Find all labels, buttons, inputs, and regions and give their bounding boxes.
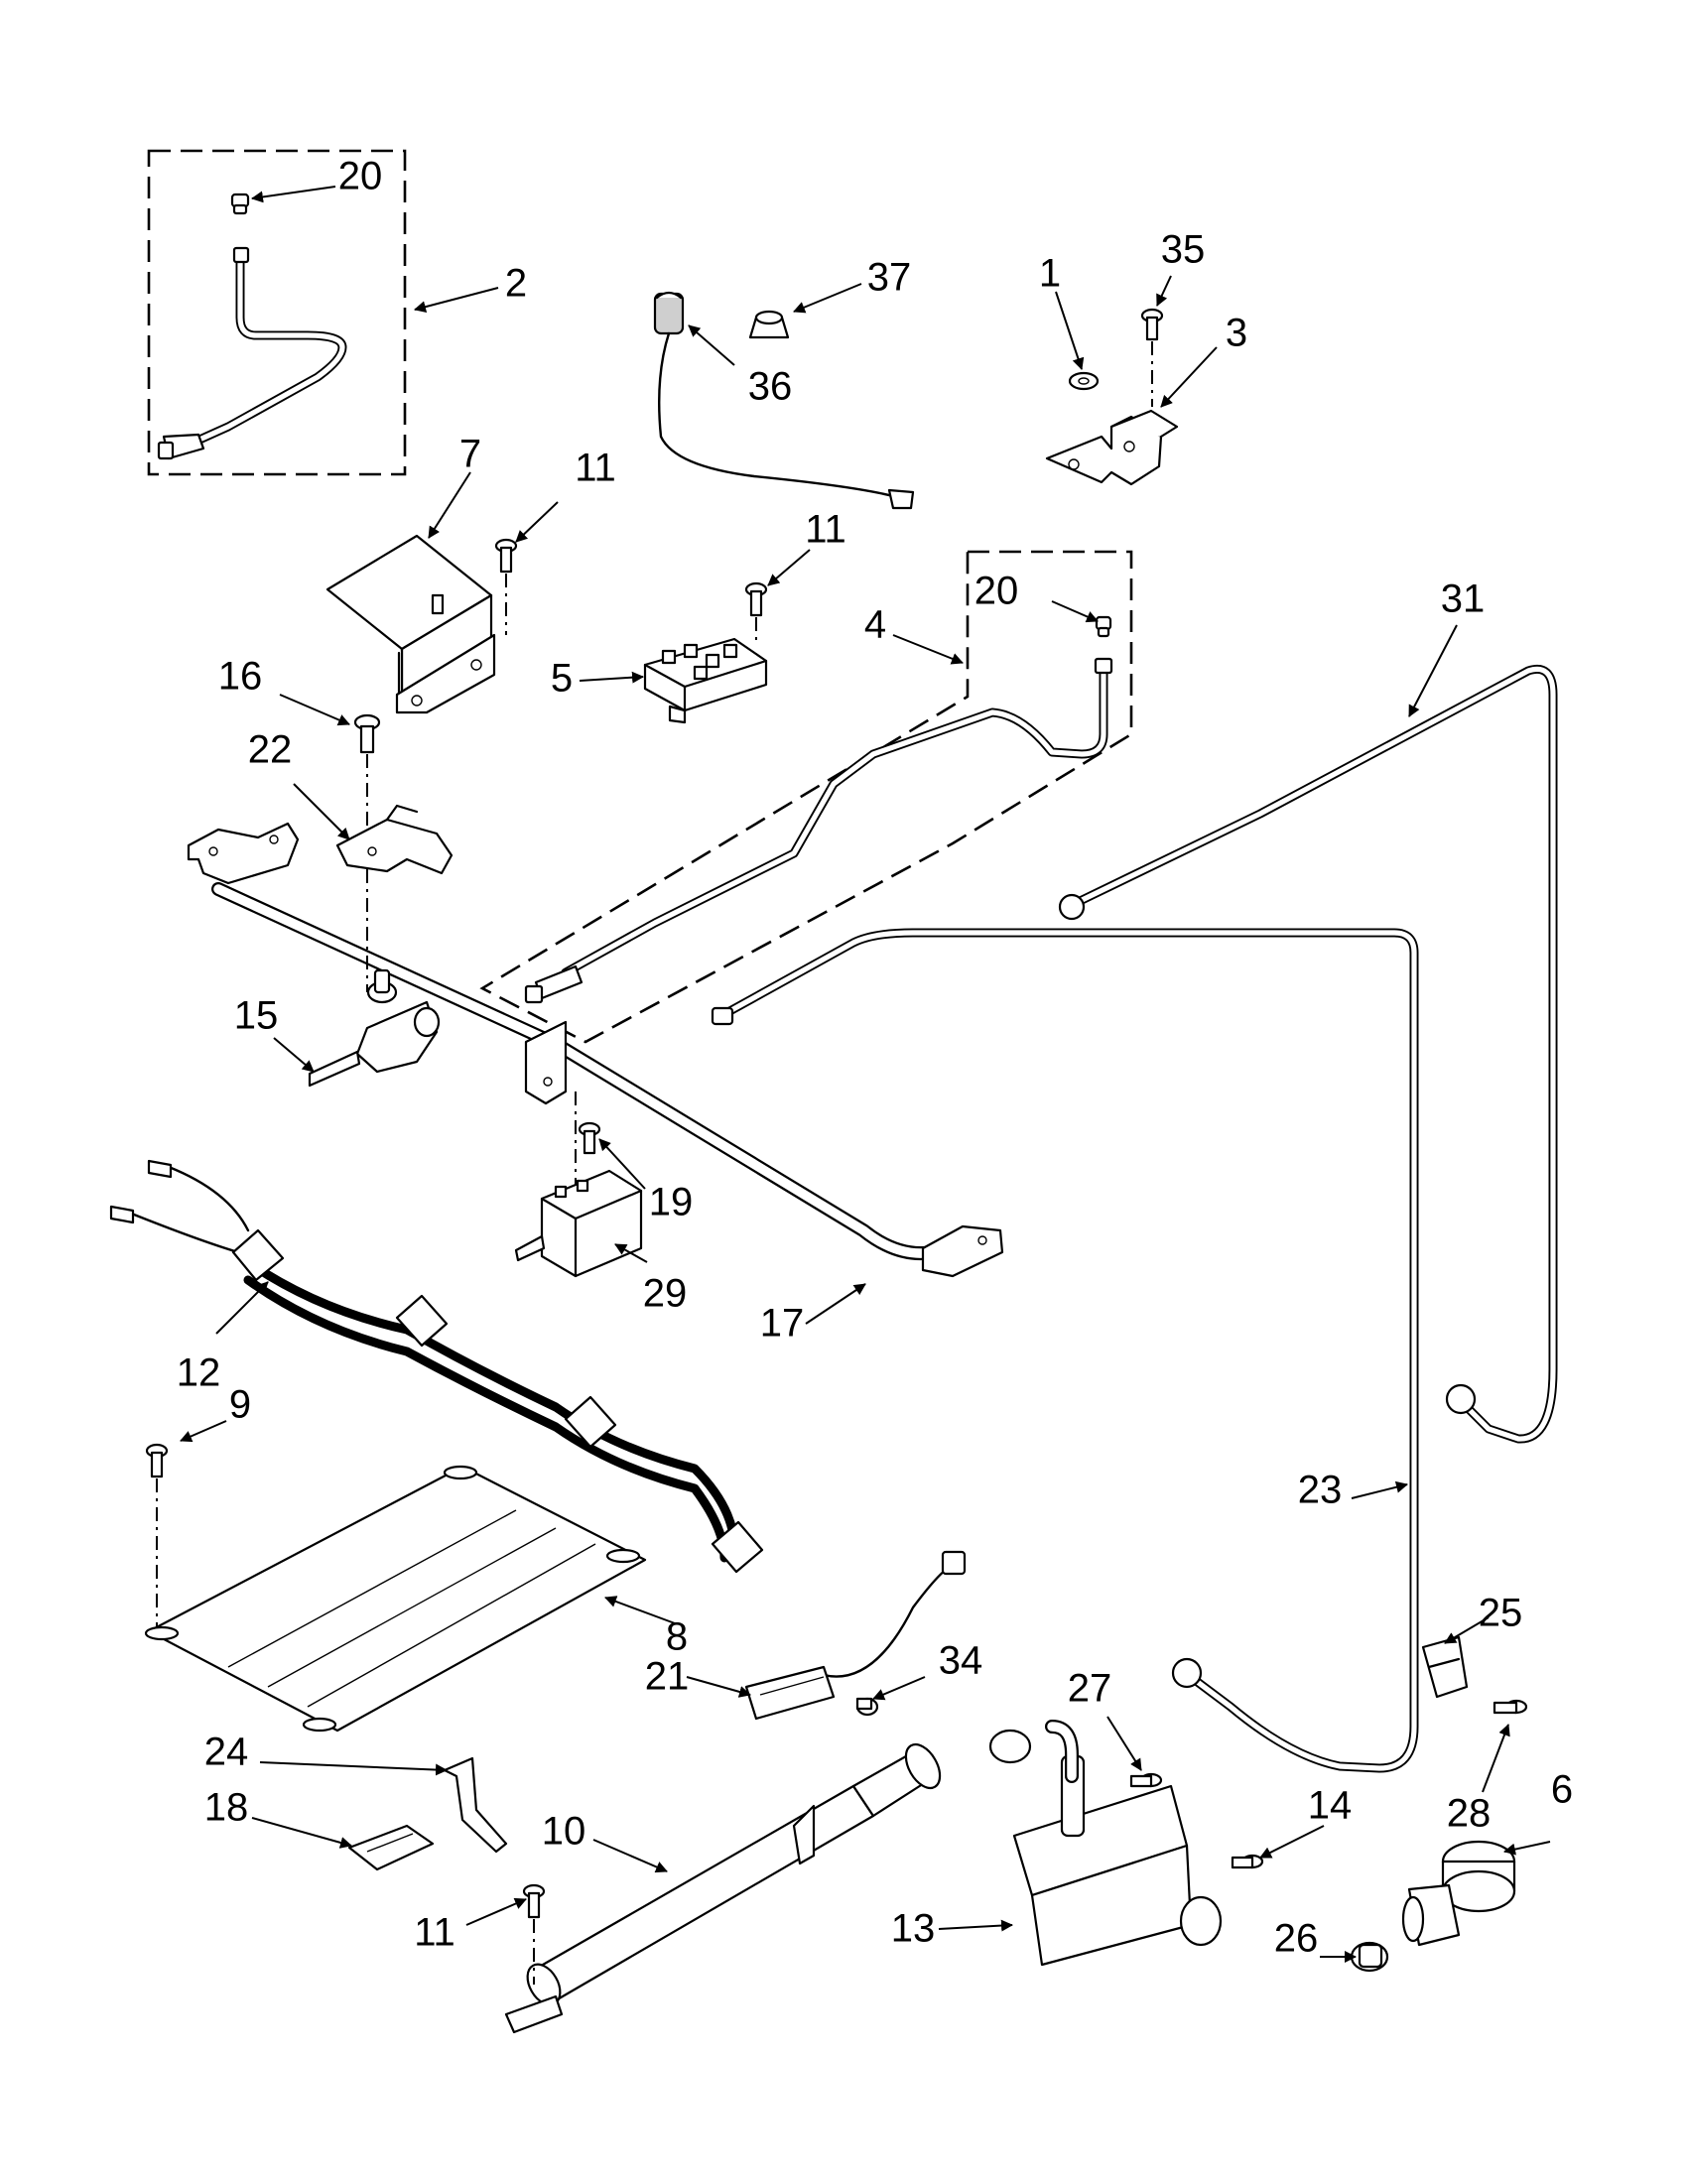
part-18-clip [347,1824,435,1871]
part-26-fitting [1350,1941,1389,1973]
part-11-screw-b [744,581,768,645]
part-11-screw-a [494,538,518,635]
part-35-screw [1140,308,1164,407]
part-36-thermocouple [653,291,915,510]
callout-31: 31 [1441,578,1486,621]
callout-6: 6 [1551,1768,1573,1812]
callout-23: 23 [1298,1469,1343,1512]
part-3-bracket [1045,409,1179,486]
assembly-4-box [479,550,1133,1044]
callout-11a: 11 [575,447,616,490]
part-25-clip [1421,1635,1469,1699]
callout-13: 13 [891,1907,936,1951]
callout-25: 25 [1479,1592,1523,1635]
part-9-screw [145,1443,169,1627]
part-1-nut [1068,371,1100,391]
part-15-valve [308,968,441,1088]
part-37-grommet [748,310,790,339]
part-12-harness [109,1159,764,1574]
callout-28: 28 [1447,1792,1492,1836]
part-6-regulator [1401,1840,1516,1947]
part-23-gas-line [711,928,1419,1773]
callout-3: 3 [1226,312,1247,355]
callout-17: 17 [760,1302,805,1346]
callout-15: 15 [234,994,279,1038]
part-22-bracket [335,804,454,875]
callout-14: 14 [1308,1784,1353,1828]
callout-16: 16 [218,655,263,699]
callout-26: 26 [1274,1917,1319,1961]
part-7-cover [325,534,496,714]
part-27-screw [1129,1772,1163,1788]
part-28-screw [1493,1699,1528,1715]
part-31-gas-line [1058,665,1558,1444]
callout-29: 29 [643,1272,688,1316]
callout-20a: 20 [338,155,383,198]
part-21-igniter [744,1550,967,1721]
callout-24: 24 [204,1731,249,1774]
callout-5: 5 [551,657,573,701]
part-16-screw [353,713,381,992]
cap-fitting-20b [1095,615,1112,638]
callout-8: 8 [666,1615,688,1659]
gas-tube-4 [524,657,1113,1004]
part-8-heat-shield [144,1465,647,1733]
part-10-burner [504,1742,942,2034]
callout-4: 4 [864,603,886,647]
callout-1: 1 [1039,252,1061,296]
callout-2: 2 [505,262,527,306]
callout-12: 12 [177,1351,221,1395]
callout-19: 19 [649,1181,694,1224]
callout-11c: 11 [414,1911,455,1955]
callout-35: 35 [1161,228,1206,272]
assembly-2-box [147,149,407,476]
part-19-screw [575,1092,601,1191]
part-34-screw [855,1697,879,1717]
callout-36: 36 [748,365,793,409]
callout-27: 27 [1068,1667,1112,1711]
callout-labels: 20 2 37 36 1 35 3 7 11 11 20 4 5 31 16 2… [177,155,1573,1961]
leader-lines [180,186,1551,1963]
part-29-switch [514,1169,643,1278]
callout-18: 18 [204,1786,249,1830]
part-13-orifice-holder [988,1720,1223,1967]
part-14-screw [1231,1854,1264,1869]
callout-9: 9 [229,1383,251,1427]
part-5-spark-module [643,637,768,724]
part-24-bracket [443,1756,508,1854]
callout-21: 21 [645,1655,690,1699]
callout-20b: 20 [974,570,1019,613]
gas-tube-2 [157,246,347,460]
callout-10: 10 [542,1810,586,1854]
part-11-screw-c [522,1883,546,1985]
part-17-manifold [187,822,1004,1278]
callout-7: 7 [459,433,481,476]
callout-34: 34 [939,1639,983,1683]
callout-22: 22 [248,728,293,772]
callout-37: 37 [867,256,912,300]
callout-11b: 11 [805,508,846,552]
cap-fitting-20 [230,193,250,215]
